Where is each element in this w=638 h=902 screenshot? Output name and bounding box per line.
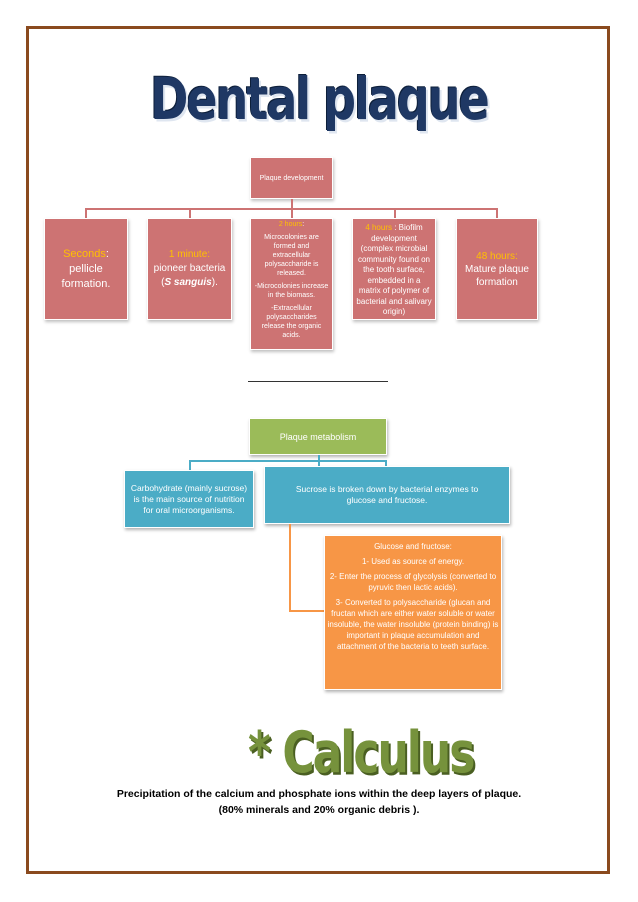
stage-time: 1 minute: (168, 249, 211, 260)
calculus-title: * Calculus (248, 720, 475, 787)
stage-seconds: Seconds: pellicle formation. (44, 218, 128, 320)
divider (248, 381, 388, 382)
connector (289, 610, 324, 612)
stage-sep: : (105, 247, 109, 260)
connector (385, 460, 387, 466)
stage-time: 4 hours (365, 223, 392, 232)
stage-text: pioneer bacteria (S sanguis). (153, 263, 226, 288)
connector (291, 199, 293, 209)
stage-text: Mature plaque formation (465, 263, 529, 288)
connector (496, 208, 498, 218)
detail-line: 2- Enter the process of glycolysis (conv… (329, 572, 497, 592)
development-root-node: Plaque development (250, 157, 333, 199)
stage-text: : Biofilm development (complex microbial… (356, 223, 432, 316)
stage-2-hours: 2 hours: Microcolonies are formed and ex… (250, 218, 333, 350)
connector (85, 208, 87, 218)
stage-time: 48 hours: (476, 250, 518, 262)
page-title: Dental plaque (150, 65, 490, 133)
stage-text: -Extracellular polysaccharides release t… (261, 305, 322, 339)
detail-line: Glucose and fructose: (374, 542, 452, 551)
connector (189, 208, 191, 218)
stage-text: pellicle formation. (61, 262, 111, 290)
stage-48-hours: 48 hours: Mature plaque formation (456, 218, 538, 320)
connector (189, 460, 386, 462)
metabolism-root-node: Plaque metabolism (249, 418, 387, 455)
metabolism-detail-node: Glucose and fructose: 1- Used as source … (324, 535, 502, 690)
connector (189, 460, 191, 470)
connector (394, 208, 396, 218)
connector (291, 208, 293, 218)
stage-text: Microcolonies are formed and extracellul… (264, 234, 319, 277)
connector (289, 524, 291, 612)
stage-1-minute: 1 minute: pioneer bacteria (S sanguis). (147, 218, 232, 320)
calculus-line: Precipitation of the calcium and phospha… (116, 788, 522, 800)
metabolism-nutrition-node: Carbohydrate (mainly sucrose) is the mai… (124, 470, 254, 528)
detail-line: 1- Used as source of energy. (361, 557, 465, 566)
detail-line: 3- Converted to polysaccharide (glucan a… (327, 598, 499, 651)
calculus-line: (80% minerals and 20% organic debris ). (218, 804, 420, 816)
calculus-description: Precipitation of the calcium and phospha… (60, 786, 578, 818)
stage-text: -Microcolonies increase in the biomass. (254, 283, 329, 299)
stage-4-hours: 4 hours : Biofilm development (complex m… (352, 218, 436, 320)
page-border (26, 26, 610, 874)
metabolism-sucrose-node: Sucrose is broken down by bacterial enzy… (264, 466, 510, 524)
stage-time: 2 hours (278, 221, 303, 228)
stage-time: Seconds (63, 247, 106, 260)
